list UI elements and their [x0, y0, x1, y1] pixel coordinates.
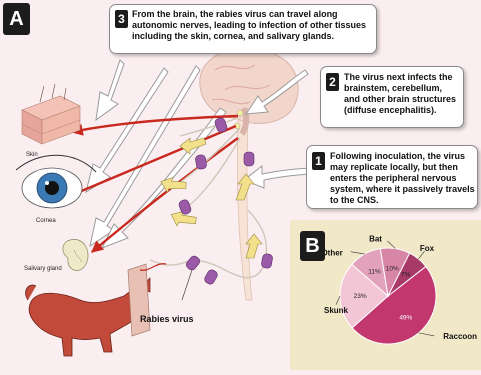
pie-category-label: Skunk [324, 306, 349, 315]
salivary-gland-label: Salivary gland [24, 266, 62, 272]
callout-3: 3 From the brain, the rabies virus can t… [109, 4, 377, 54]
virion [244, 152, 254, 166]
skin-label: Skin [26, 152, 38, 158]
step-number: 3 [115, 10, 128, 28]
step-number: 2 [326, 73, 339, 91]
cornea-label: Cornea [36, 218, 56, 224]
pie-value-label: 49% [399, 314, 412, 321]
pie-category-label: Raccoon [443, 332, 477, 341]
step-number: 1 [312, 152, 325, 170]
pie-value-label: 23% [354, 293, 367, 300]
panel-b-letter: B [300, 231, 325, 261]
callout-text: The virus next infects the brainstem, ce… [344, 72, 460, 116]
callout-2: 2 The virus next infects the brainstem, … [320, 66, 464, 128]
pie-category-label: Bat [369, 235, 382, 244]
callout-1: 1 Following inoculation, the virus may r… [306, 145, 478, 209]
callout-text: From the brain, the rabies virus can tra… [132, 9, 372, 42]
pie-value-label: 11% [368, 269, 381, 276]
pie-value-label: 10% [386, 265, 399, 272]
rabies-virus-label: Rabies virus [140, 314, 194, 324]
panel-a-letter: A [3, 3, 30, 35]
pie-category-label: Fox [420, 244, 435, 253]
pie-value-label: 7% [401, 271, 411, 278]
callout-text: Following inoculation, the virus may rep… [330, 151, 476, 206]
